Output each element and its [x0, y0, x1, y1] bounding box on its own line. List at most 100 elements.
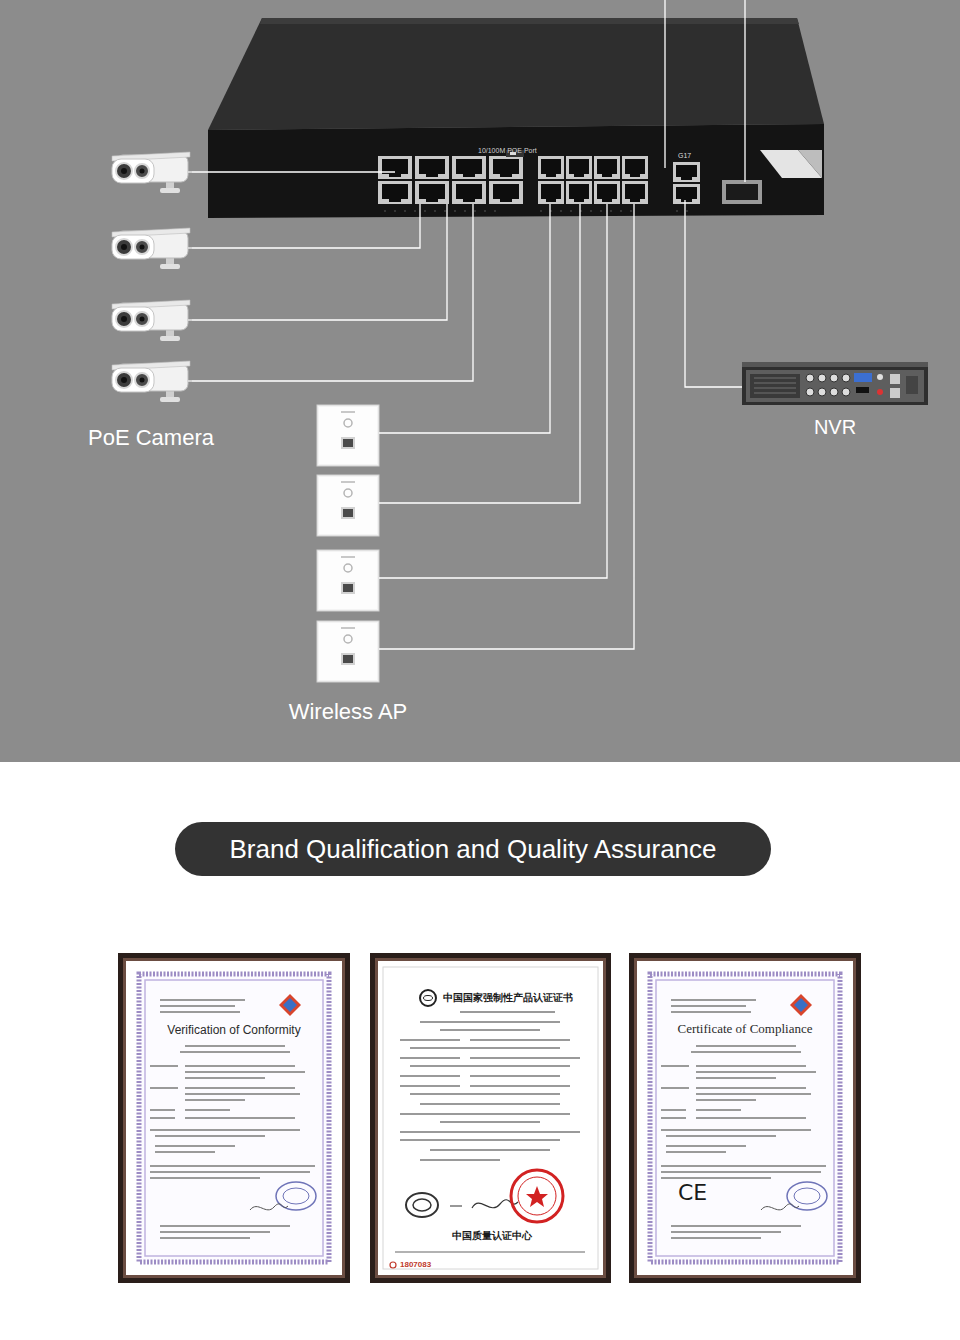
- issuer-name: 中国质量认证中心: [392, 1230, 592, 1242]
- cables: [744, 0, 745, 182]
- port-label: G17: [678, 152, 960, 160]
- port-caption: 10/100M POE Port: [478, 147, 824, 155]
- ce-mark: CE: [678, 1180, 861, 1205]
- certificate-frames: [650, 974, 840, 1262]
- switch-body: [208, 18, 824, 218]
- certificate-frames: [526, 1186, 548, 1207]
- title-pill: Brand Qualification and Quality Assuranc…: [175, 822, 771, 876]
- nvr-icon: [818, 374, 826, 382]
- switch-body: [538, 181, 564, 204]
- switch-body: [489, 181, 523, 204]
- gray-band: [0, 0, 960, 762]
- ap-icons: [317, 621, 379, 682]
- certificate-frames: [395, 1251, 585, 1253]
- ap-icons: [317, 475, 379, 536]
- nvr-icon: [890, 374, 900, 384]
- nvr-icon: [854, 373, 872, 382]
- certificate-frames: [370, 953, 611, 1283]
- nvr-icon: [750, 374, 800, 398]
- switch-body: [760, 150, 822, 178]
- ap-icons: [317, 550, 379, 611]
- cables: [208, 0, 745, 218]
- certificate-frames: [123, 958, 345, 1278]
- switch-body: [622, 181, 648, 204]
- switch-body: [622, 156, 648, 179]
- device-label: NVR: [742, 416, 928, 439]
- switch-body: [208, 18, 824, 130]
- certificate-title: Certificate of Compliance: [629, 1022, 861, 1037]
- cables: [420, 200, 685, 218]
- switch-body: [452, 181, 486, 204]
- ap-group: Wireless AP: [317, 405, 379, 724]
- certificate-title: 中国国家强制性产品认证证书: [408, 992, 608, 1004]
- nvr-icon: [742, 362, 928, 367]
- nvr-icon: [890, 388, 900, 398]
- certificate-frames: [420, 990, 436, 1006]
- certificate-frames: [634, 958, 856, 1278]
- switch-body: [798, 150, 822, 178]
- group-label: Wireless AP: [248, 699, 448, 724]
- switch-body: [594, 156, 620, 179]
- serial-number: 1807083: [400, 1260, 611, 1269]
- certificate-frames: [511, 1170, 563, 1222]
- nvr-unit: NVR: [742, 362, 928, 439]
- certificate-frames: [406, 1193, 438, 1217]
- camera-icons: [112, 361, 192, 402]
- certificate-frames: [424, 996, 433, 1001]
- certificate-frames: [450, 1200, 518, 1208]
- switch-body: [260, 18, 799, 24]
- switch-body: [538, 156, 564, 179]
- certificate-frames: [126, 961, 342, 1275]
- camera-icons: [112, 152, 192, 193]
- certificate-frames: [413, 1199, 431, 1211]
- nvr-icon: [842, 388, 850, 396]
- certificate-frames: [637, 961, 853, 1275]
- label-layer: G17: [0, 0, 960, 160]
- nvr-icon: [742, 362, 928, 405]
- camera-icons: [112, 300, 192, 341]
- section-title: Brand Qualification and Quality Assuranc…: [203, 822, 743, 876]
- network-cable: [192, 172, 473, 381]
- switch-body: [566, 156, 592, 179]
- ap-icons: [317, 405, 379, 466]
- network-cable: [379, 218, 634, 649]
- nvr-icon: [742, 362, 928, 405]
- network-cable: [685, 218, 742, 387]
- nvr-icon: [842, 374, 850, 382]
- nvr-icon: [830, 374, 838, 382]
- nvr-icon: [818, 388, 826, 396]
- nvr-icon: [806, 388, 814, 396]
- certificate-frames: [139, 974, 329, 1262]
- switch-body: [489, 156, 523, 179]
- camera-group: PoE Camera: [110, 150, 192, 450]
- cables: [664, 0, 665, 168]
- switch-body: [415, 181, 449, 204]
- camera-icons: [112, 152, 192, 402]
- switch-body: [673, 184, 700, 204]
- switch-body: [384, 211, 696, 212]
- nvr-icon: [856, 387, 869, 393]
- nvr-icon: [806, 374, 814, 382]
- certificate-frames: [400, 1012, 580, 1160]
- nvr-icon: [877, 389, 883, 395]
- nvr-icon: [754, 378, 796, 393]
- switch-body: [673, 162, 700, 182]
- switch-body: [594, 181, 620, 204]
- certificate-frame: 中国国家强制性产品认证证书中国质量认证中心 1807083: [370, 953, 611, 1283]
- certificate-frames: [375, 958, 606, 1278]
- nvr-icon: [746, 370, 924, 402]
- switch-body: [378, 156, 412, 179]
- certificate-frames: [383, 967, 598, 1269]
- switch-body: [378, 181, 412, 204]
- switch-body: [452, 156, 486, 179]
- cables: [208, 171, 395, 172]
- switch-body: [726, 184, 758, 200]
- switch-body: [722, 180, 762, 204]
- certificate-frame: Verification of Conformity: [118, 953, 350, 1283]
- certificate-frames: [118, 953, 861, 1283]
- certificate-frames: [518, 1177, 556, 1215]
- certificate-frames: [118, 953, 350, 1283]
